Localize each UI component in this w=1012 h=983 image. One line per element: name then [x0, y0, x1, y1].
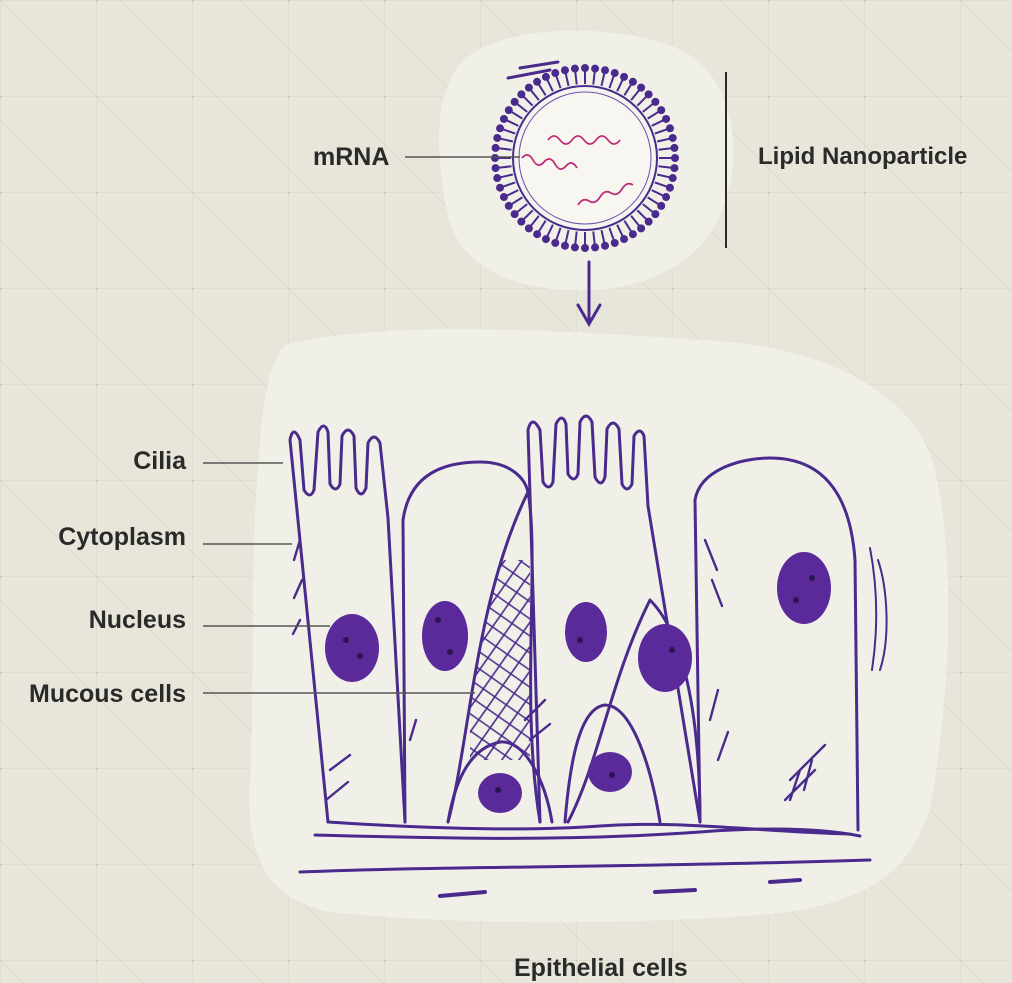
lipid-head [525, 84, 533, 92]
lipid-head [657, 202, 665, 210]
lipid-head [670, 164, 678, 172]
lipid-head [525, 224, 533, 232]
cytoplasm-label: Cytoplasm [58, 525, 186, 550]
nanoparticle-core [519, 92, 651, 224]
lipid-head [662, 115, 670, 123]
lipid-head [669, 134, 677, 142]
lipid-head [505, 202, 513, 210]
lipid-head [571, 243, 579, 251]
lipid-head [492, 164, 500, 172]
lipid-head [666, 184, 674, 192]
lipid-head [629, 230, 637, 238]
lipid-head [500, 115, 508, 123]
lipid-head [505, 106, 513, 114]
lipid-head [651, 210, 659, 218]
lipid-head [561, 66, 569, 74]
lipid-head [491, 154, 499, 162]
nucleus-4 [638, 624, 692, 692]
lipid-head [500, 193, 508, 201]
lipid-head [669, 174, 677, 182]
lipid-head [637, 224, 645, 232]
lipid-head [492, 144, 500, 152]
lipid-head [670, 144, 678, 152]
lipid-head [651, 98, 659, 106]
lipid-head [533, 230, 541, 238]
lipid-head [561, 242, 569, 250]
lipid-head [645, 218, 653, 226]
lipid-head [657, 106, 665, 114]
lipid-head [601, 66, 609, 74]
epithelial-cells-label: Epithelial cells [514, 956, 688, 981]
mucous-cells-label: Mucous cells [29, 682, 186, 707]
lipid-head [611, 69, 619, 77]
lipid-head [517, 218, 525, 226]
lipid-head [611, 239, 619, 247]
lipid-head [551, 69, 559, 77]
lipid-head [591, 243, 599, 251]
nucleus-1 [325, 614, 379, 682]
lipid-head [496, 124, 504, 132]
lipid-head [493, 134, 501, 142]
lipid-head [511, 210, 519, 218]
lipid-head [629, 78, 637, 86]
lipid-head [620, 235, 628, 243]
lipid-head [571, 65, 579, 73]
nucleus-5 [777, 552, 831, 624]
lipid-head [542, 235, 550, 243]
lipid-head [645, 90, 653, 98]
lipid-head [542, 73, 550, 81]
nucleus-3 [565, 602, 607, 662]
cilia-label: Cilia [133, 449, 186, 474]
lipid-head [591, 65, 599, 73]
nucleus-2 [422, 601, 468, 671]
lipid-head [620, 73, 628, 81]
lipid-head [511, 98, 519, 106]
nucleus-6 [478, 773, 522, 813]
lipid-head [533, 78, 541, 86]
lipid-head [496, 184, 504, 192]
nucleus-label: Nucleus [89, 608, 186, 633]
lipid-head [493, 174, 501, 182]
mrna-label: mRNA [313, 145, 389, 170]
nucleus-7 [588, 752, 632, 792]
lipid-head [671, 154, 679, 162]
lipid-head [666, 124, 674, 132]
lipid-head [581, 244, 589, 252]
lipid-head [637, 84, 645, 92]
lipid-head [517, 90, 525, 98]
lipid-head [601, 242, 609, 250]
lipid-nanoparticle-label: Lipid Nanoparticle [758, 145, 967, 169]
lipid-head [581, 64, 589, 72]
lipid-head [551, 239, 559, 247]
lipid-head [662, 193, 670, 201]
